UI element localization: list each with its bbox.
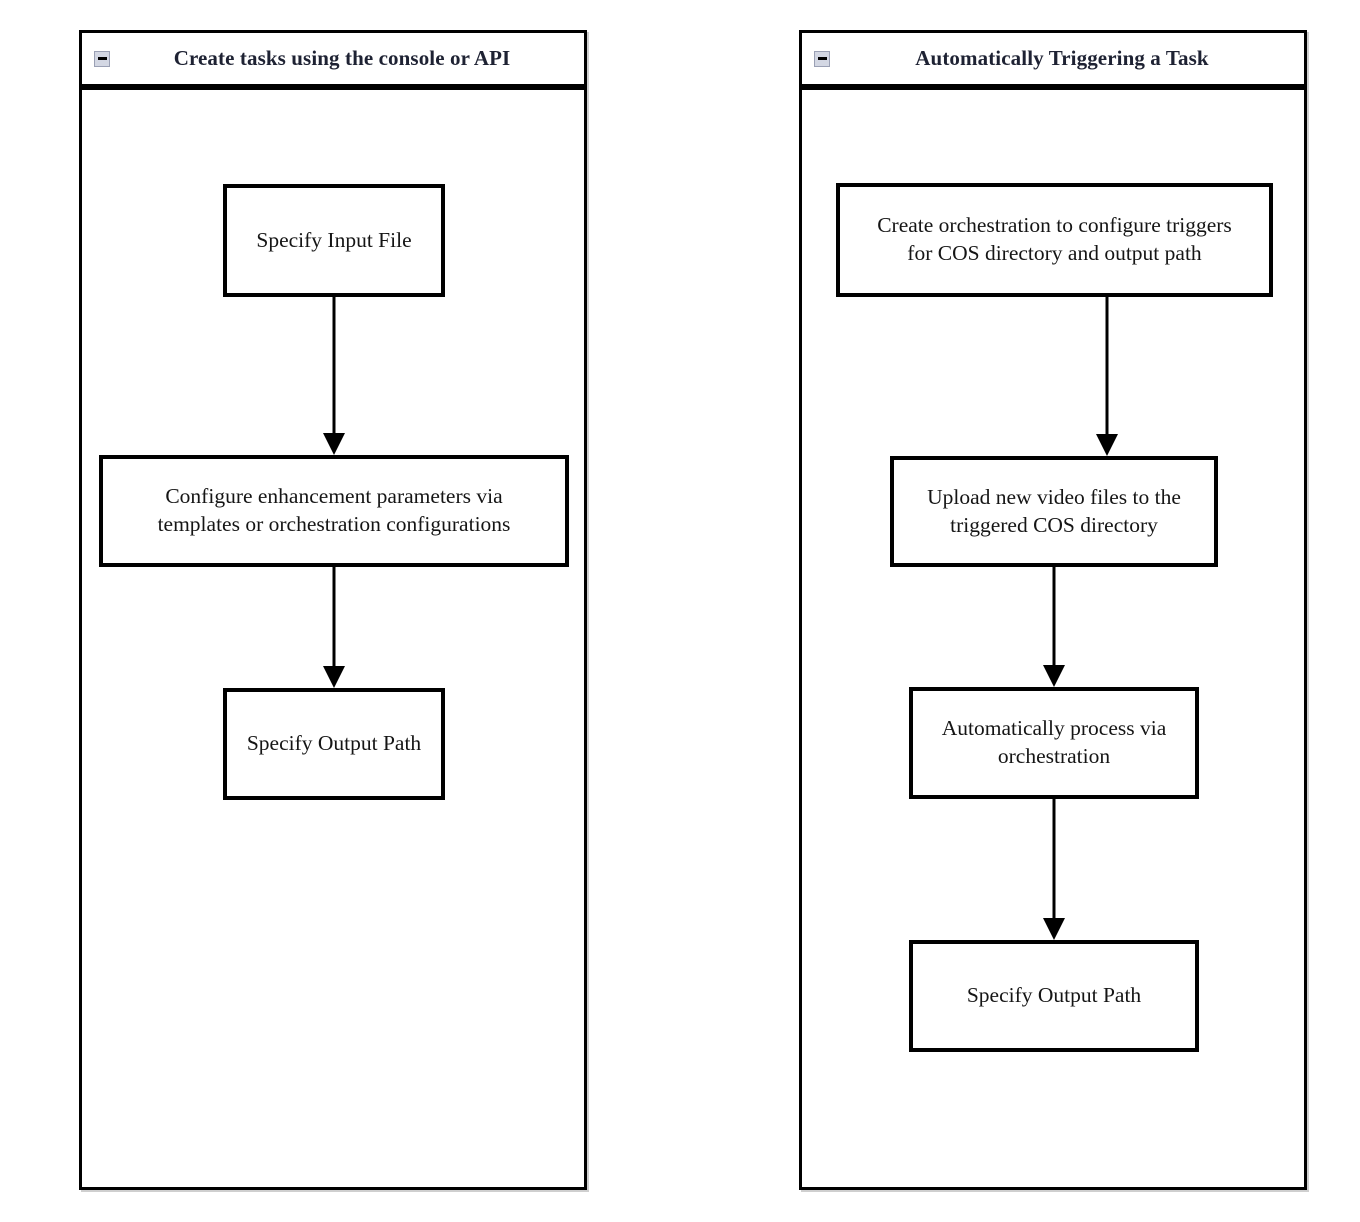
arrow-head-icon [323,433,345,455]
node-create-orchestration[interactable]: Create orchestration to configure trigge… [836,183,1273,297]
arrow-head-icon [1043,665,1065,687]
node-specify-input-file[interactable]: Specify Input File [223,184,445,297]
arrow-shaft [1052,567,1056,665]
arrow-shaft [1052,799,1056,918]
node-configure-enhancement[interactable]: Configure enhancement parameters via tem… [99,455,569,567]
node-specify-output-path[interactable]: Specify Output Path [223,688,445,800]
arrow-upload-to-process [890,567,1218,687]
panel-title-create-tasks: Create tasks using the console or API [173,46,511,70]
arrow-head-icon [1043,918,1065,940]
minus-bar-icon [97,57,107,60]
collapse-minus-icon[interactable] [94,50,110,67]
arrow-head-icon [1096,434,1118,456]
minus-bar-icon [817,57,827,60]
arrow-configure-to-output [223,567,445,688]
panel-header-auto-trigger[interactable]: Automatically Triggering a Task [799,30,1307,87]
arrow-shaft [1105,297,1109,434]
node-auto-process[interactable]: Automatically process via orchestration [909,687,1199,799]
arrow-shaft [332,567,336,666]
collapse-minus-icon[interactable] [814,50,830,67]
panel-title-auto-trigger: Automatically Triggering a Task [915,46,1209,70]
arrow-shaft [332,297,336,433]
node-specify-output-path-2[interactable]: Specify Output Path [909,940,1199,1052]
arrow-input-to-configure [223,297,445,455]
panel-header-create-tasks[interactable]: Create tasks using the console or API [79,30,587,87]
panel-auto-trigger: Automatically Triggering a Task Create o… [799,30,1307,1190]
arrow-process-to-output [909,799,1199,940]
panel-create-tasks: Create tasks using the console or API Sp… [79,30,587,1190]
arrow-orchestration-to-upload [943,297,1271,456]
panel-body-auto-trigger: Create orchestration to configure trigge… [799,87,1307,1190]
node-upload-video-files[interactable]: Upload new video files to the triggered … [890,456,1218,567]
panel-body-create-tasks: Specify Input File Configure enhancement… [79,87,587,1190]
arrow-head-icon [323,666,345,688]
